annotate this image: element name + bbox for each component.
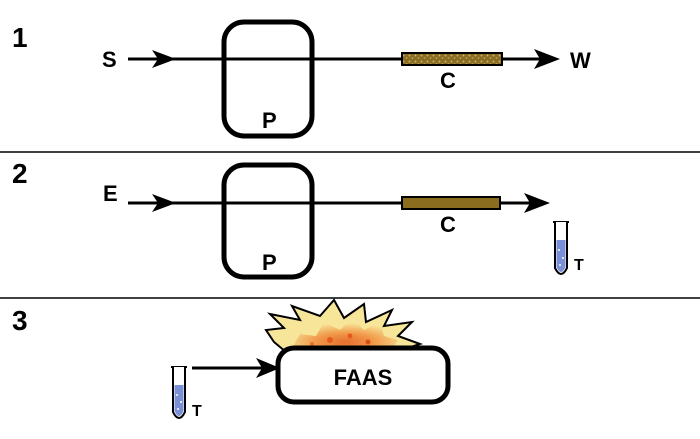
panel-1: 1 S P C W (12, 19, 591, 139)
arrow-right-icon (534, 49, 560, 69)
panel-1-inlet-label: S (102, 47, 117, 72)
panel-1-outlet-label: W (570, 48, 591, 73)
panel-1-pump (221, 19, 315, 139)
panel-2-pump-label: P (262, 250, 277, 275)
arrow-right-icon (256, 358, 280, 378)
arrow-right-icon (152, 50, 176, 68)
panel-2-inlet-label: E (103, 181, 118, 206)
panel-1-column (401, 52, 503, 66)
panel-1-number: 1 (12, 22, 28, 53)
faas-instrument-label: FAAS (334, 365, 393, 390)
panel-2: 2 E P C T (12, 158, 584, 280)
panel-2-pump (221, 162, 315, 280)
panel-2-number: 2 (12, 158, 28, 189)
panel-1-column-label: C (440, 68, 456, 93)
panel-2-tube-label: T (574, 257, 584, 274)
test-tube-icon (171, 366, 187, 419)
flame-icon (264, 298, 424, 354)
panel-3-tube-label: T (192, 403, 202, 420)
test-tube-icon (553, 221, 569, 275)
panel-2-column (401, 196, 501, 210)
panel-3: 3 FAAS T (12, 298, 451, 420)
arrow-right-icon (524, 193, 550, 213)
panel-2-column-label: C (440, 212, 456, 237)
arrow-right-icon (152, 194, 176, 212)
panel-1-pump-label: P (262, 108, 277, 133)
panel-3-number: 3 (12, 305, 28, 336)
faas-instrument (275, 345, 451, 405)
